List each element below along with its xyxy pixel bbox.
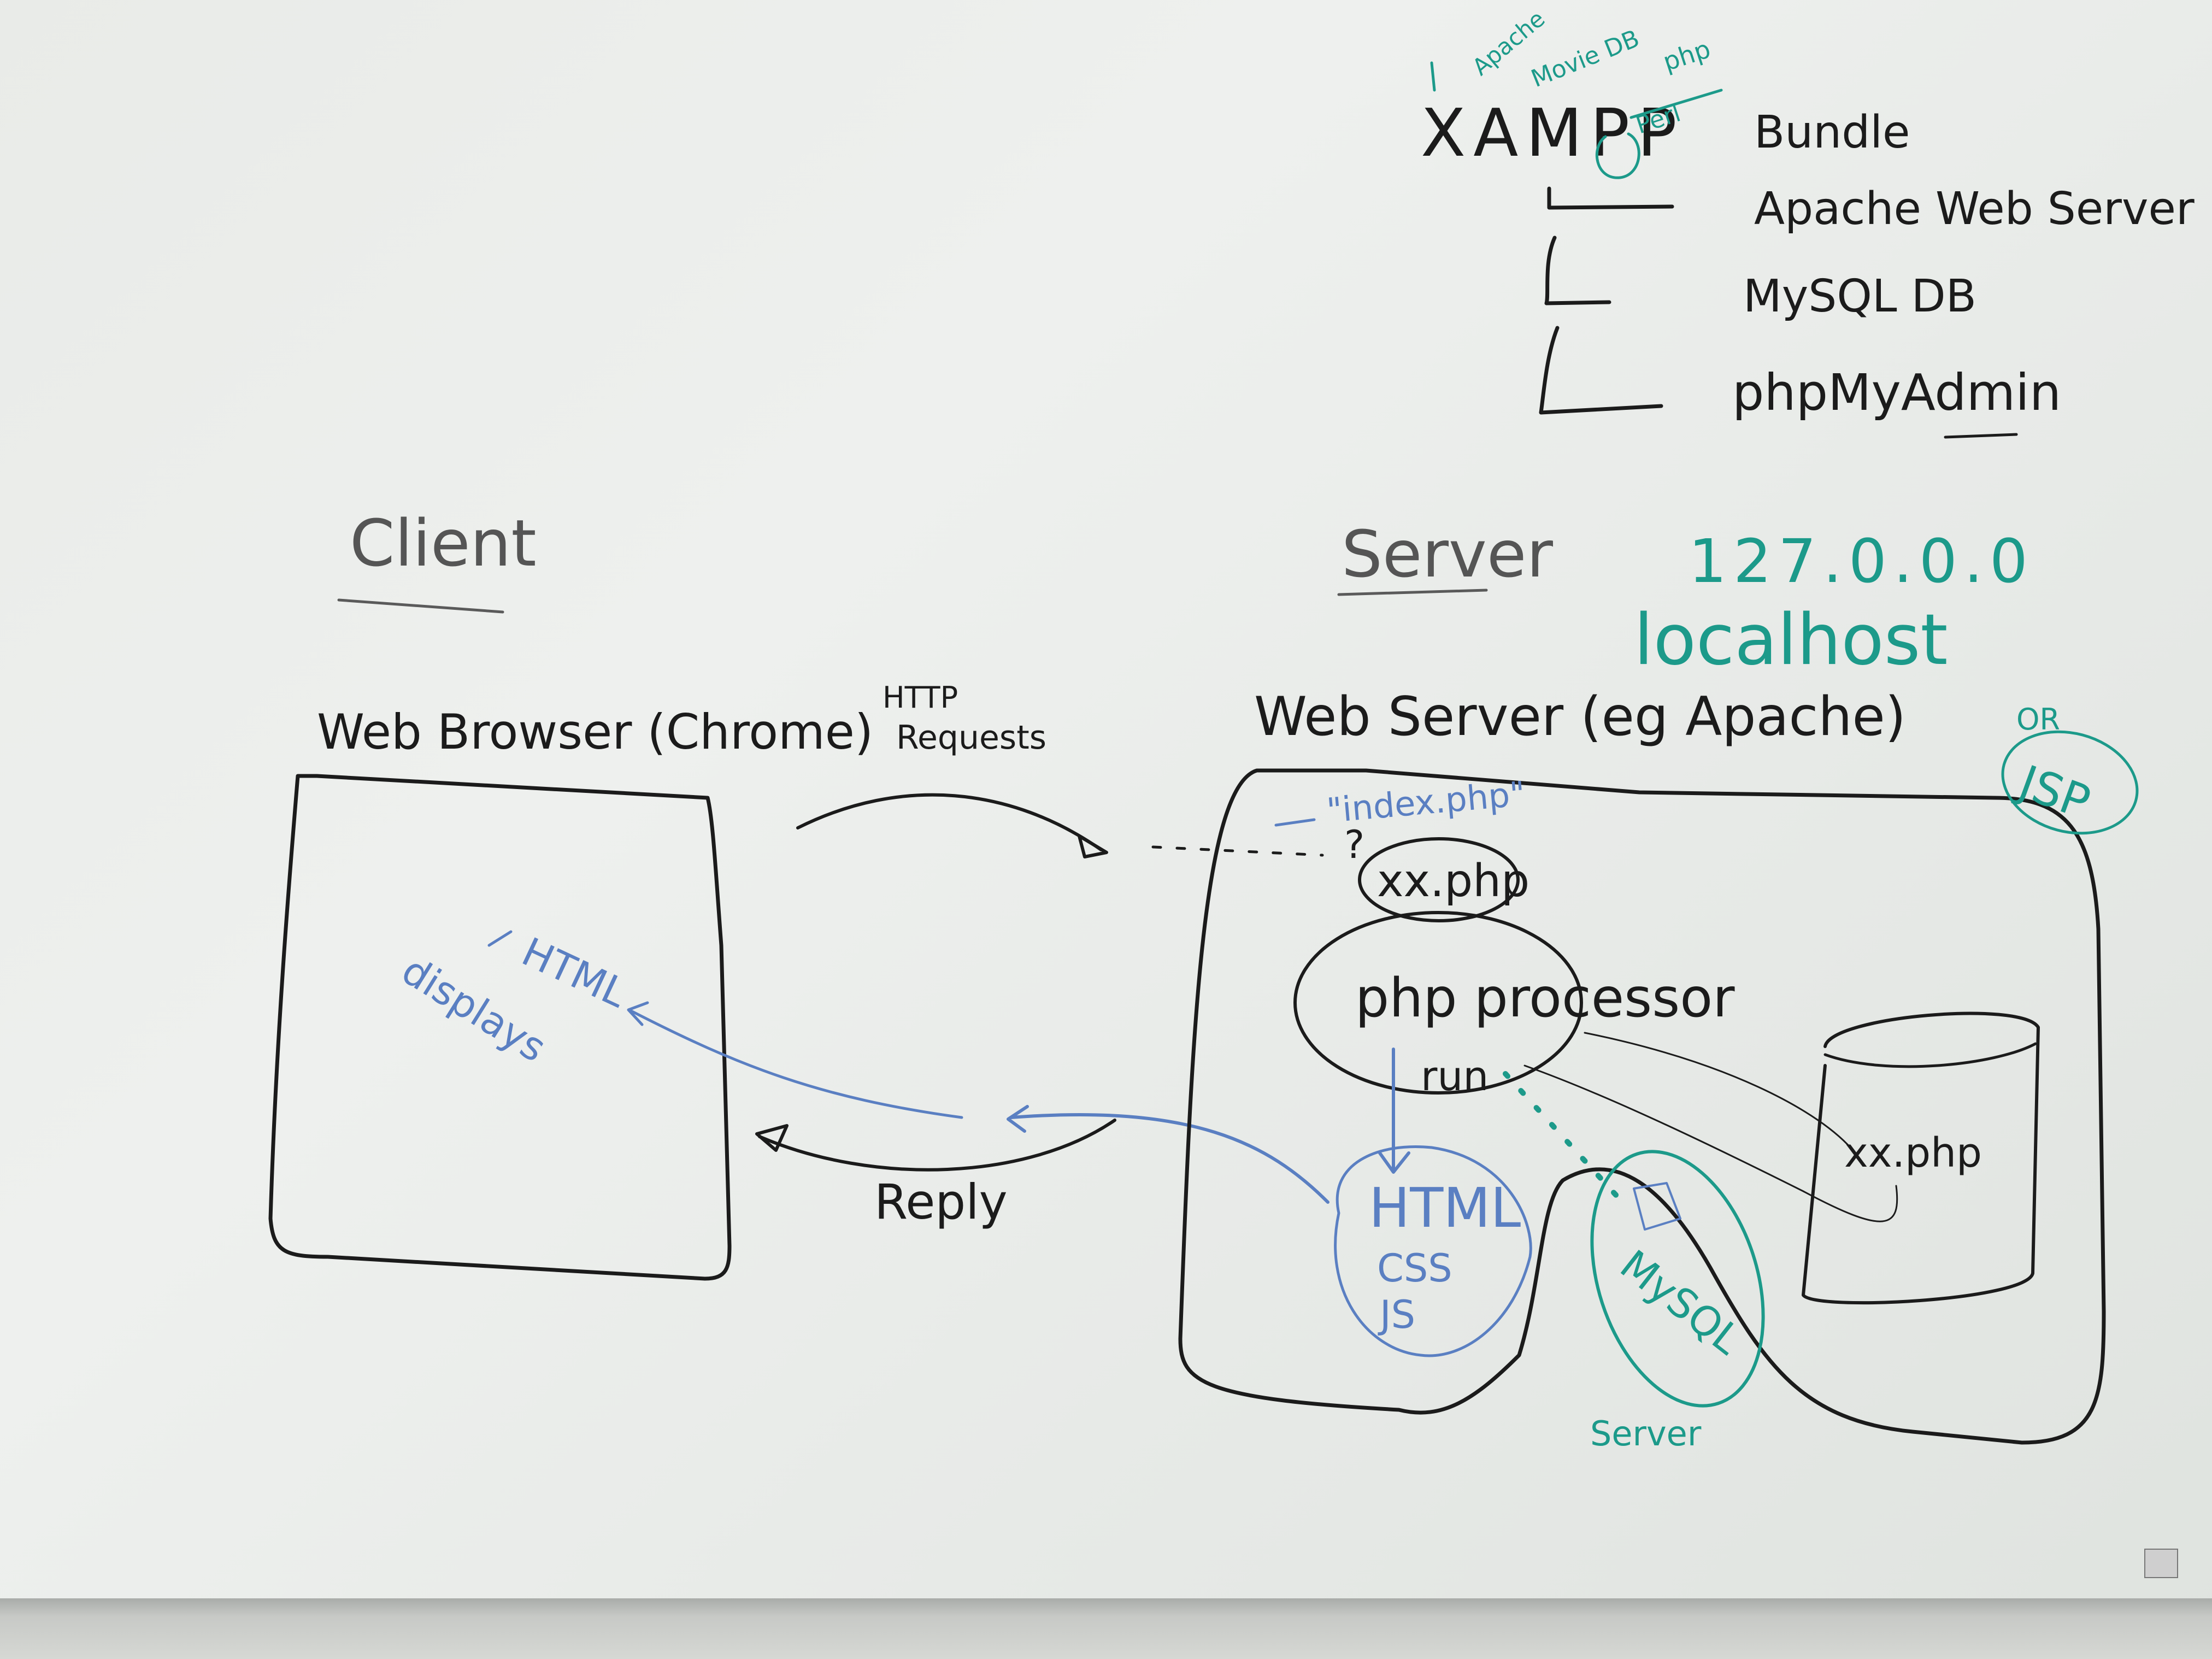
run-arrowhead bbox=[1378, 1151, 1410, 1174]
displays-tick bbox=[487, 930, 513, 947]
annot-tick bbox=[1430, 61, 1436, 92]
tree-branch-2 bbox=[1544, 236, 1611, 305]
browser-html-label: HTML bbox=[515, 928, 634, 1016]
xampp-bundle: XAMPP Apache Movie DB php Perl Bundle Ap… bbox=[1421, 5, 2195, 439]
jsp-circle bbox=[2001, 730, 2139, 835]
server-underline bbox=[1337, 589, 1488, 596]
section-headers: Client Server bbox=[337, 505, 1553, 614]
server-box bbox=[1178, 768, 2106, 1445]
php-file-link-out bbox=[1523, 1064, 1898, 1222]
xampp-title: XAMPP bbox=[1421, 96, 1685, 172]
request-arrowhead bbox=[1078, 834, 1108, 858]
browser-title: Web Browser (Chrome) bbox=[317, 704, 873, 760]
file-store-cylinder bbox=[1802, 1011, 2040, 1305]
client-underline bbox=[337, 598, 504, 614]
ip-address: 127.0.0.0 bbox=[1689, 526, 2034, 596]
js-label: JS bbox=[1378, 1292, 1415, 1337]
mysql-ellipse bbox=[1590, 1150, 1765, 1408]
web-server: Web Server (eg Apache) OR JSP "index.php… bbox=[1178, 686, 2139, 1454]
index-dash bbox=[1274, 818, 1316, 827]
client-blue-arrow bbox=[630, 1009, 963, 1119]
mysql-dotted-link bbox=[1503, 1071, 1620, 1199]
php-processor-ellipse bbox=[1293, 911, 1583, 1095]
mysql-server-label: Server bbox=[1590, 1414, 1702, 1454]
http-request-label-1: HTTP bbox=[883, 680, 958, 715]
html-output-blob bbox=[1334, 1145, 1532, 1357]
perl-circle bbox=[1596, 132, 1640, 179]
reply-blue-arrowhead bbox=[1007, 1105, 1029, 1133]
question-mark: ? bbox=[1344, 822, 1364, 867]
html-output-label: HTML bbox=[1369, 1176, 1521, 1240]
http-flow: HTTP Requests Reply bbox=[627, 680, 1329, 1230]
request-dashed-line bbox=[1151, 845, 1324, 857]
xampp-item-phpmyadmin: phpMyAdmin bbox=[1732, 363, 2061, 422]
tree-branch-3 bbox=[1539, 326, 1663, 415]
reply-arrow bbox=[758, 1119, 1116, 1172]
tree-branch-1 bbox=[1547, 186, 1674, 210]
client-browser: Web Browser (Chrome) HTML displays bbox=[268, 704, 873, 1281]
mysql-icon bbox=[1633, 1182, 1681, 1231]
marker-tray bbox=[0, 1598, 2212, 1659]
xx-php-circle bbox=[1358, 837, 1520, 922]
server-heading: Server bbox=[1342, 516, 1553, 592]
client-heading: Client bbox=[350, 505, 537, 581]
xampp-item-apache: Apache Web Server bbox=[1754, 183, 2195, 235]
css-label: CSS bbox=[1377, 1246, 1452, 1291]
jsp-label: JSP bbox=[2010, 754, 2097, 829]
reply-arrowhead bbox=[755, 1124, 789, 1152]
run-label: run bbox=[1421, 1053, 1489, 1100]
php-file-link-in bbox=[1584, 1032, 1856, 1154]
db-file-label: xx.php bbox=[1844, 1129, 1982, 1176]
cylinder-top-curve bbox=[1823, 1042, 2037, 1068]
underline-admin bbox=[1944, 433, 2018, 439]
xx-php-file: xx.php bbox=[1377, 855, 1529, 907]
annot-movie-db: Movie DB bbox=[1527, 25, 1643, 93]
address: 127.0.0.0 localhost bbox=[1634, 526, 2034, 681]
client-blue-arrowhead bbox=[627, 1001, 649, 1026]
localhost-label: localhost bbox=[1634, 599, 1948, 681]
annot-line bbox=[1629, 89, 1723, 119]
reply-blue-arrow bbox=[1009, 1113, 1329, 1204]
board-label-sticker bbox=[2144, 1549, 2178, 1578]
xampp-item-mysql: MySQL DB bbox=[1743, 270, 1976, 322]
bundle-label: Bundle bbox=[1754, 107, 1910, 158]
browser-box bbox=[268, 774, 732, 1281]
annot-php: php bbox=[1660, 34, 1714, 77]
request-arrow bbox=[796, 793, 1103, 851]
php-processor-label: php processor bbox=[1355, 967, 1735, 1029]
server-title: Web Server (eg Apache) bbox=[1254, 686, 1906, 748]
reply-label: Reply bbox=[874, 1174, 1008, 1230]
http-request-label-2: Requests bbox=[896, 719, 1046, 757]
